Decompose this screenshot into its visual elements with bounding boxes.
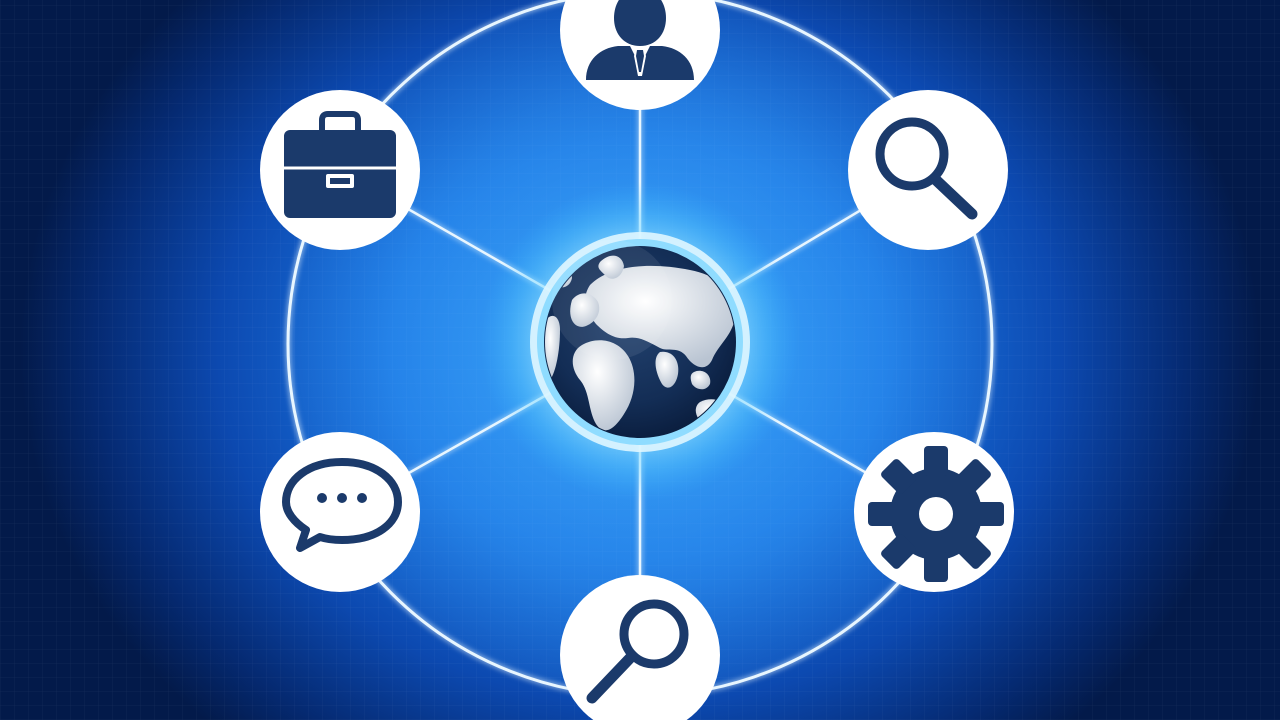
node-top[interactable] — [560, 0, 720, 110]
briefcase-icon — [284, 111, 396, 218]
node-top-right-circle — [848, 90, 1008, 250]
chat-bubble-icon — [282, 458, 402, 552]
gear-icon — [868, 446, 1004, 582]
node-bottom-left[interactable] — [260, 432, 420, 592]
search-icon — [586, 599, 689, 704]
node-bottom[interactable] — [560, 575, 720, 720]
node-top-right[interactable] — [848, 90, 1008, 250]
search-icon — [875, 117, 978, 220]
globe-icon — [480, 182, 800, 502]
node-bottom-right[interactable] — [854, 432, 1014, 592]
person-icon — [586, 0, 694, 80]
node-top-left[interactable] — [260, 90, 420, 250]
